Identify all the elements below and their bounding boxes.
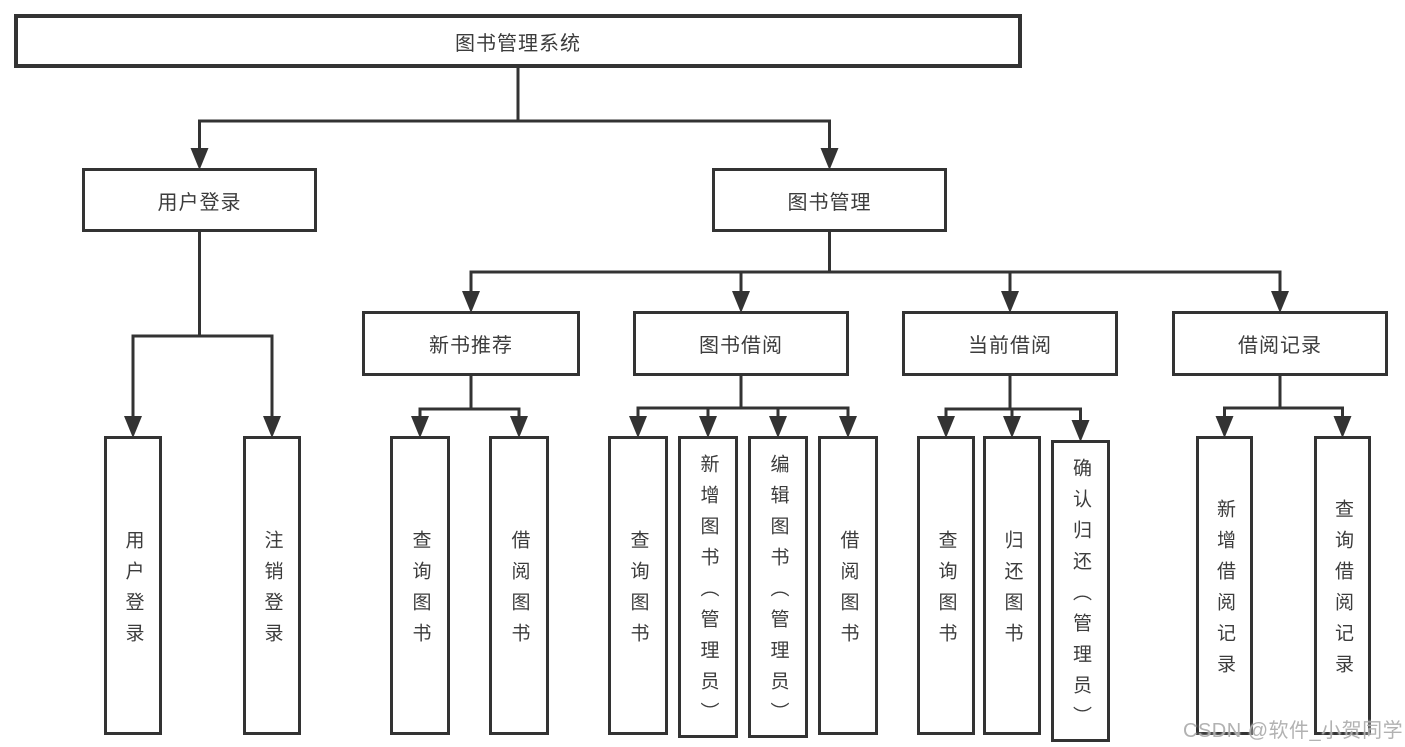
node-user-login: 用户登录 (82, 168, 317, 232)
arrowhead-icon (937, 416, 955, 438)
node-leaf-br-add: 新增借阅记录 (1196, 436, 1253, 735)
node-leaf-bb-query-label: 查询图书 (627, 529, 649, 654)
node-book-mgmt-label: 图书管理 (787, 191, 872, 214)
node-leaf-bb-add-label: 新增图书（管理员） (697, 453, 719, 733)
node-leaf-bb-borrow-label: 借阅图书 (837, 529, 859, 654)
node-user-login-label: 用户登录 (157, 191, 242, 214)
node-root-label: 图书管理系统 (455, 32, 581, 55)
node-book-borrow-label: 图书借阅 (699, 335, 783, 357)
node-new-book-rec-label: 新书推荐 (429, 335, 513, 357)
node-leaf-nbr-query: 查询图书 (390, 436, 450, 735)
node-leaf-br-add-label: 新增借阅记录 (1214, 498, 1235, 685)
node-new-book-rec: 新书推荐 (362, 311, 580, 376)
arrowhead-icon (839, 416, 857, 438)
node-leaf-bb-borrow: 借阅图书 (818, 436, 878, 735)
node-leaf-bb-add: 新增图书（管理员） (678, 436, 738, 738)
arrowhead-icon (820, 148, 839, 170)
node-leaf-cb-query: 查询图书 (917, 436, 975, 735)
arrowhead-icon (1271, 291, 1289, 313)
arrowhead-icon (769, 416, 787, 438)
node-current-borrow: 当前借阅 (902, 311, 1118, 376)
arrowhead-icon (1071, 420, 1090, 442)
node-leaf-cb-return: 归还图书 (983, 436, 1041, 735)
arrowhead-icon (190, 148, 209, 170)
node-leaf-nbr-borrow-label: 借阅图书 (508, 529, 530, 654)
node-borrow-records-label: 借阅记录 (1238, 335, 1322, 357)
node-leaf-cb-return-label: 归还图书 (1001, 529, 1023, 654)
node-leaf-bb-query: 查询图书 (608, 436, 668, 735)
node-leaf-cb-confirm-label: 确认归还（管理员） (1070, 457, 1091, 737)
node-borrow-records: 借阅记录 (1172, 311, 1388, 376)
node-leaf-br-query-label: 查询借阅记录 (1332, 498, 1353, 685)
arrowhead-icon (699, 416, 717, 438)
arrowhead-icon (1215, 416, 1234, 438)
watermark: CSDN @软件_小贺同学 (1183, 720, 1404, 742)
node-leaf-logout: 注销登录 (243, 436, 301, 735)
arrowhead-icon (462, 291, 480, 313)
arrowhead-icon (411, 416, 429, 438)
node-leaf-cb-query-label: 查询图书 (935, 529, 957, 654)
arrowhead-icon (510, 416, 528, 438)
node-leaf-nbr-borrow: 借阅图书 (489, 436, 549, 735)
node-book-borrow: 图书借阅 (633, 311, 849, 376)
node-root: 图书管理系统 (14, 14, 1022, 68)
arrowhead-icon (1333, 416, 1352, 438)
node-leaf-user-login: 用户登录 (104, 436, 162, 735)
node-leaf-br-query: 查询借阅记录 (1314, 436, 1371, 735)
arrowhead-icon (124, 416, 142, 438)
node-leaf-nbr-query-label: 查询图书 (409, 529, 431, 654)
node-leaf-logout-label: 注销登录 (261, 529, 283, 654)
node-leaf-user-login-label: 用户登录 (122, 529, 144, 654)
arrowhead-icon (629, 416, 647, 438)
arrowhead-icon (732, 291, 750, 313)
node-leaf-bb-edit: 编辑图书（管理员） (748, 436, 808, 738)
arrowhead-icon (1003, 416, 1021, 438)
arrowhead-icon (263, 416, 281, 438)
arrowhead-icon (1001, 291, 1019, 313)
node-leaf-bb-edit-label: 编辑图书（管理员） (767, 453, 789, 733)
node-book-mgmt: 图书管理 (712, 168, 947, 232)
node-leaf-cb-confirm: 确认归还（管理员） (1051, 440, 1110, 742)
node-current-borrow-label: 当前借阅 (968, 335, 1052, 357)
